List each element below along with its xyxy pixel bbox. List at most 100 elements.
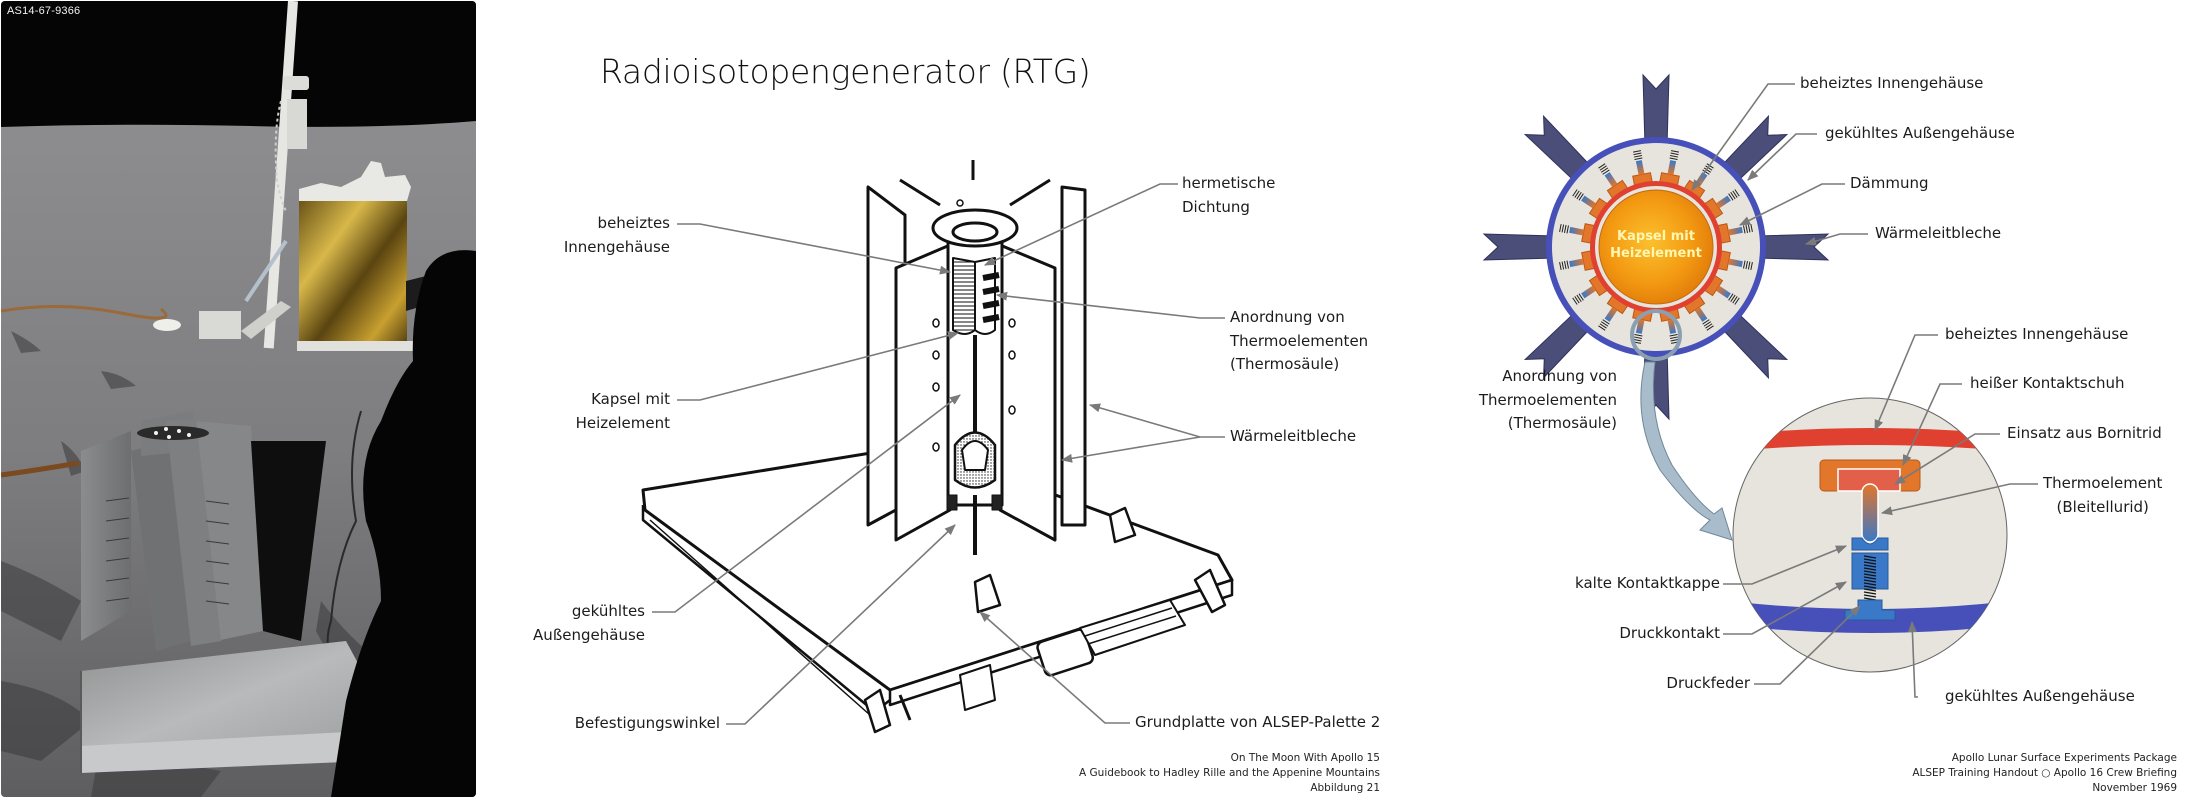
thermoelement (1861, 483, 1879, 543)
spring-coil (1863, 579, 1877, 583)
rtg-line-drawing (641, 160, 1234, 734)
thermocouple-detail (1732, 397, 2008, 673)
label-hermetic-seal: hermetische Dichtung (1182, 172, 1275, 219)
spring-coil (1863, 591, 1877, 595)
heat-fin (1642, 73, 1670, 148)
xs-label-heated-inner-housing: beheiztes Innengehäuse (1800, 74, 1984, 92)
detail-label-cooled-outer-housing: gekühltes Außengehäuse (1945, 687, 2135, 705)
spring-coil (1863, 594, 1877, 598)
pressure-contact (1851, 552, 1889, 590)
label-heat-fins: Wärmeleitbleche (1230, 427, 1357, 445)
rtg-fin (81, 431, 131, 641)
thermocouple (1683, 294, 1714, 331)
heat-fin (1755, 233, 1830, 261)
alsep-pallet (81, 641, 373, 761)
spring-coil (1863, 570, 1877, 574)
heater-capsule-core (1598, 189, 1714, 305)
thermocouple (1632, 150, 1653, 187)
thermocouple (1703, 189, 1740, 220)
label-line: (Thermosäule) (1507, 414, 1617, 432)
label-line: Innengehäuse (563, 237, 670, 256)
label-line: Dichtung (1182, 197, 1250, 216)
detail-leaders (1723, 334, 2038, 698)
heat-fin (1482, 233, 1557, 261)
citation-middle: On The Moon With Apollo 15 A Guidebook t… (1079, 751, 1380, 796)
cable-brown (1, 460, 80, 478)
sky (1, 1, 476, 129)
detail-label-boron-nitride: Einsatz aus Bornitrid (2007, 424, 2162, 442)
label-line: Anordnung von (1502, 367, 1617, 385)
citation-line: Apollo Lunar Surface Experiments Package (1951, 752, 2177, 764)
spring-coil (1863, 582, 1877, 586)
label-heated-inner-housing: beheiztes Innengehäuse (564, 212, 670, 259)
spring-coil (1863, 561, 1877, 565)
spring-coil (1863, 576, 1877, 580)
core-label-line: Heizelement (1610, 246, 1702, 261)
photo-scene (1, 1, 476, 797)
label-mounting-bracket: Befestigungswinkel (574, 714, 720, 732)
thermocouple (1572, 189, 1609, 220)
rtg-shadow (251, 441, 326, 641)
label-line: Thermoelementen (1230, 331, 1369, 350)
fin-front-right (998, 243, 1057, 542)
central-station-foil (299, 201, 407, 349)
diagram-title: Radioisotopengenerator (RTG) (600, 52, 1091, 91)
spring-coil (1863, 555, 1877, 559)
citation-line: November 1969 (2092, 782, 2177, 794)
xs-label-insulation: Dämmung (1850, 174, 1929, 192)
middle-leader-lines (652, 183, 1225, 725)
label-line: (Thermosäule) (1230, 355, 1340, 373)
citation-line: ALSEP Training Handout ○ Apollo 16 Crew … (1912, 767, 2177, 779)
label-thermopile: Anordnung von Thermoelementen (Thermosäu… (1230, 306, 1368, 377)
inner-housing (952, 257, 976, 335)
small-box (199, 311, 241, 339)
rtg-top-opening (137, 426, 209, 440)
label-line: (Bleitellurid) (2056, 497, 2149, 516)
thermocouple (1598, 294, 1629, 331)
citation-right: Apollo Lunar Surface Experiments Package… (1912, 751, 2177, 796)
citation-line: On The Moon With Apollo 15 (1230, 752, 1380, 764)
label-capsule: Kapsel mit Heizelement (576, 388, 670, 435)
label-line: hermetische (1182, 174, 1276, 192)
label-base-plate: Grundplatte von ALSEP-Palette 2 (1135, 713, 1381, 731)
cross-section-leaders (1691, 83, 1868, 246)
detail-label-heated-inner-housing: beheiztes Innengehäuse (1945, 325, 2129, 343)
detail-label-pressure-contact: Druckkontakt (1619, 624, 1720, 642)
fin-front-left (894, 243, 952, 542)
spring-coil (1863, 588, 1877, 592)
cable (1, 304, 168, 320)
spring-coil (1863, 573, 1877, 577)
label-line: Kapsel mit (591, 390, 670, 408)
citation-line: Abbildung 21 (1310, 782, 1380, 794)
rtg-body (166, 419, 221, 646)
label-line: Außengehäuse (533, 625, 645, 644)
core-label-line: Kapsel mit (1617, 229, 1695, 244)
label-line: Thermoelementen (1478, 390, 1617, 409)
xs-label-heat-fins: Wärmeleitbleche (1875, 224, 2002, 242)
central-station-top (299, 161, 411, 201)
core-label: Kapsel mit Heizelement (1596, 228, 1716, 262)
label-line: Heizelement (575, 413, 670, 432)
detail-label-pressure-spring: Druckfeder (1666, 674, 1750, 692)
mast-collar (283, 76, 309, 90)
spring-coil (1863, 564, 1877, 568)
lunar-rtg-photo: AS14-67-9366 (1, 1, 476, 797)
spring-coil (1863, 585, 1877, 589)
rtg-cross-section (1482, 73, 1830, 541)
spring-coil (1863, 567, 1877, 571)
xs-label-thermopile: Anordnung von Thermoelementen (Thermosäu… (1479, 365, 1617, 436)
astronaut-shadow (331, 250, 476, 797)
label-line: gekühltes (571, 602, 645, 620)
zoom-arrow (1640, 361, 1733, 541)
label-line: Anordnung von (1230, 308, 1345, 326)
mast-joint (287, 99, 307, 149)
label-cooled-outer-housing: gekühltes Außengehäuse (533, 600, 645, 647)
detail-hot-ring (1733, 428, 2007, 452)
label-line: beheiztes (597, 214, 670, 232)
spring-coil (1863, 558, 1877, 562)
fin-right-back (1060, 185, 1087, 527)
citation-line: A Guidebook to Hadley Rille and the Appe… (1079, 767, 1380, 779)
detail-label-cold-cap: kalte Kontaktkappe (1575, 574, 1720, 592)
label-line: Thermoelement (2043, 474, 2163, 492)
